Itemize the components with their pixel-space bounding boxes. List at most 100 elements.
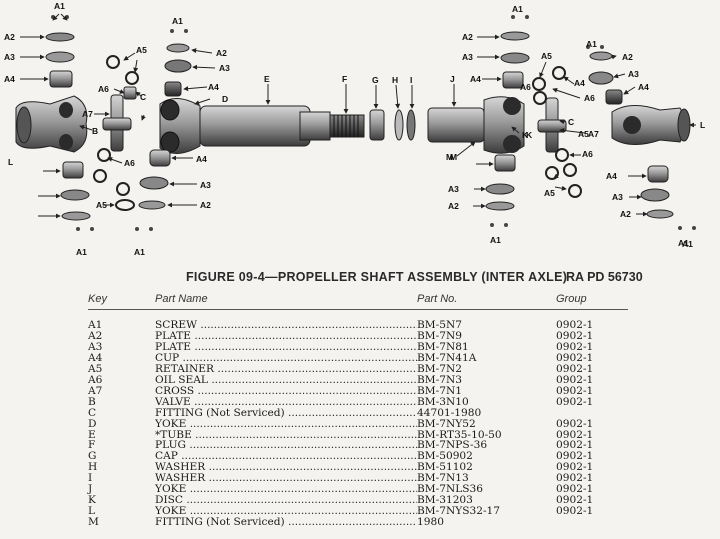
part-name-cell: PLATE ..................................… [155, 341, 417, 353]
column-header-group: Group [556, 293, 587, 305]
part-number-cell: 44701-1980 [417, 406, 482, 419]
part-name-cell: YOKE ...................................… [155, 418, 417, 430]
part-number-cell: BM-50902 [417, 450, 473, 463]
yoke-j-part [427, 96, 525, 154]
callout-label: A6 [584, 93, 595, 103]
part-number-cell: BM-7N9 [417, 329, 462, 342]
callout-label: A3 [4, 52, 15, 62]
part-number-cell: BM-RT35-10-50 [417, 428, 502, 441]
callout-label: B [92, 126, 98, 136]
callout-label: A1 [54, 1, 65, 11]
figure-callouts: A1 A1 A2 A3 A4 A5 A6 A7 B C D E F G H I … [4, 1, 705, 257]
yoke-l-left-part [15, 95, 88, 153]
key-cell: K [88, 494, 96, 507]
table-row: J YOKE ..................................… [0, 484, 720, 495]
callout-label: L [700, 120, 705, 130]
callout-label: G [372, 75, 379, 85]
callout-label: A6 [520, 82, 531, 92]
cross-a7-left [102, 94, 132, 152]
callout-label: C [140, 92, 146, 102]
callout-label: A6 [582, 149, 593, 159]
left-lower-parts [60, 148, 171, 221]
callout-label: H [392, 75, 398, 85]
column-header-part-no: Part No. [417, 293, 458, 305]
callout-label: A5 [578, 129, 589, 139]
key-cell: A2 [88, 329, 103, 342]
table-row: E *TUBE .................................… [0, 428, 720, 441]
part-name-cell: RETAINER ...............................… [155, 363, 417, 375]
group-cell: 0902-1 [556, 340, 594, 353]
callout-label: A5 [136, 45, 147, 55]
callout-label: A6 [124, 158, 135, 168]
callout-label: M [446, 152, 453, 162]
leader-lines [20, 13, 696, 219]
part-number-cell: BM-3N10 [417, 395, 469, 408]
group-cell: 0902-1 [556, 351, 594, 364]
part-number-cell: BM-7NLS36 [417, 483, 483, 496]
key-cell: F [88, 439, 96, 452]
callout-label: K [522, 130, 529, 140]
callout-label: A4 [208, 82, 219, 92]
part-number-cell: BM-51102 [417, 461, 473, 474]
figure-caption: FIGURE 09-4—PROPELLER SHAFT ASSEMBLY (IN… [186, 270, 568, 284]
cross-a7-right [537, 97, 567, 153]
key-cell: B [88, 395, 96, 408]
part-number-cell: BM-7NY52 [417, 417, 476, 430]
callout-label: A4 [574, 78, 585, 88]
group-cell: 0902-1 [556, 417, 594, 430]
callout-label: E [264, 74, 270, 84]
cap-washer-group [369, 109, 416, 141]
callout-label: A3 [462, 52, 473, 62]
callout-label: A3 [628, 69, 639, 79]
part-name-cell: CAP ....................................… [155, 451, 417, 463]
callout-label: A3 [200, 180, 211, 190]
callout-label: F [342, 74, 347, 84]
part-name-cell: YOKE ...................................… [155, 484, 417, 496]
callout-label: A1 [682, 239, 693, 249]
key-cell: G [88, 450, 97, 463]
yoke-l-right-part [611, 105, 691, 145]
group-cell: 0902-1 [556, 329, 594, 342]
key-cell: E [88, 428, 96, 441]
callout-label: K [526, 130, 533, 140]
part-name-cell: *TUBE ..................................… [155, 429, 417, 441]
part-number-cell: BM-7NYS32-17 [417, 505, 501, 518]
callout-label: A1 [172, 16, 183, 26]
callout-label: A4 [470, 74, 481, 84]
part-name-cell: FITTING (Not Serviced) .................… [155, 407, 417, 419]
group-cell: 0902-1 [556, 505, 594, 518]
callout-label: A2 [200, 200, 211, 210]
group-cell: 0902-1 [556, 395, 594, 408]
callout-label: A1 [490, 235, 501, 245]
tube-part [199, 105, 365, 147]
key-cell: A7 [88, 384, 103, 397]
key-cell: A3 [88, 340, 103, 353]
part-number-cell: BM-7N41A [417, 351, 477, 364]
part-number-cell: 1980 [417, 516, 444, 529]
column-header-part-name: Part Name [155, 293, 208, 305]
column-header-key: Key [88, 293, 107, 305]
callout-label: A3 [219, 63, 230, 73]
group-cell: 0902-1 [556, 373, 594, 386]
callout-label: A2 [4, 32, 15, 42]
group-cell: 0902-1 [556, 319, 594, 331]
callout-label: C [568, 117, 574, 127]
right-upper-parts [500, 31, 623, 105]
part-number-cell: BM-7N2 [417, 362, 462, 375]
key-cell: M [88, 516, 99, 529]
callout-label: I [410, 75, 412, 85]
callout-label: D [222, 94, 228, 104]
part-name-cell: VALVE ..................................… [155, 396, 417, 408]
key-cell: J [88, 483, 93, 496]
table-row: G CAP ...................................… [0, 451, 720, 462]
callout-label: A1 [586, 39, 597, 49]
part-number-cell: BM-31203 [417, 494, 473, 507]
